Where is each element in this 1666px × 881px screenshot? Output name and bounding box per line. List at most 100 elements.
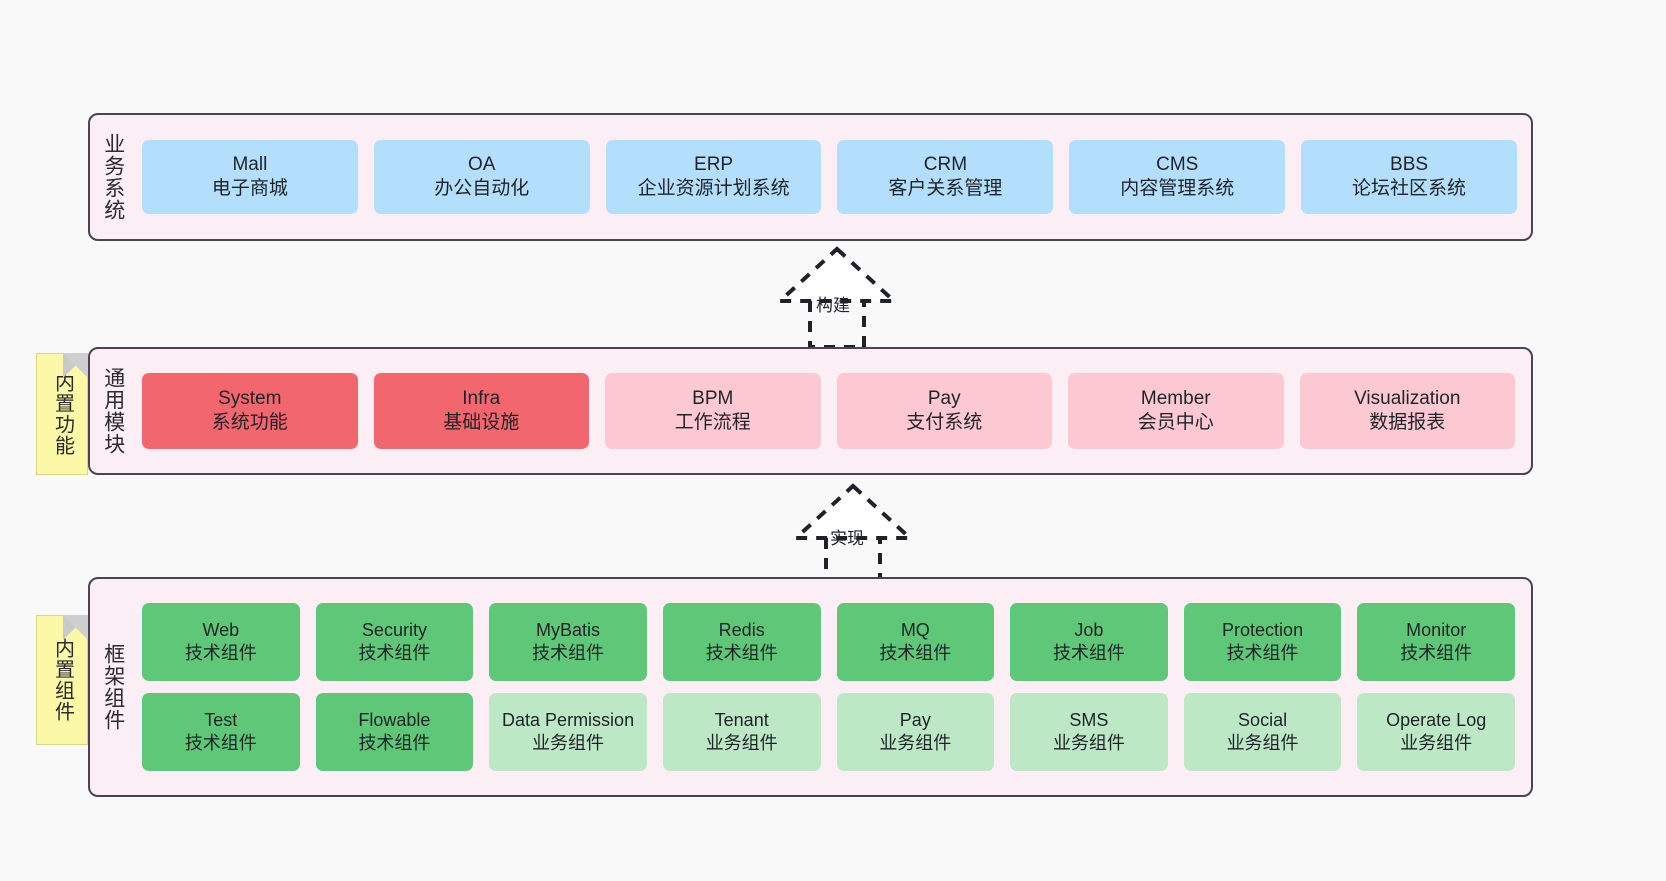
card-oa[interactable]: OA 办公自动化 <box>373 140 590 214</box>
common-card-row: System 系统功能 Infra 基础设施 BPM 工作流程 Pay 支付系统… <box>142 373 1515 449</box>
card-erp-en: ERP <box>694 153 734 175</box>
card-sms-en: SMS <box>1069 709 1109 730</box>
card-crm-en: CRM <box>923 153 968 175</box>
card-infra-cn: 基础设施 <box>443 412 520 433</box>
card-bbs[interactable]: BBS 论坛社区系统 <box>1301 140 1517 214</box>
card-web[interactable]: Web 技术组件 <box>142 603 300 681</box>
card-operate-log-en: Operate Log <box>1386 709 1487 730</box>
card-sms[interactable]: SMS 业务组件 <box>1010 693 1168 771</box>
card-job-en: Job <box>1074 619 1104 640</box>
card-monitor-cn: 技术组件 <box>1400 643 1473 663</box>
card-job[interactable]: Job 技术组件 <box>1010 603 1168 681</box>
card-tenant-en: Tenant <box>714 709 769 730</box>
card-erp-cn: 企业资源计划系统 <box>637 178 790 199</box>
card-sms-cn: 业务组件 <box>1052 733 1125 753</box>
card-mq-en: MQ <box>900 619 930 640</box>
card-bpm-cn: 工作流程 <box>674 412 751 433</box>
card-protection[interactable]: Protection 技术组件 <box>1183 603 1342 681</box>
card-job-cn: 技术组件 <box>1052 643 1125 663</box>
card-infra-en: Infra <box>462 387 501 409</box>
card-monitor[interactable]: Monitor 技术组件 <box>1357 603 1515 681</box>
card-web-cn: 技术组件 <box>184 643 257 663</box>
layer-body-common: System 系统功能 Infra 基础设施 BPM 工作流程 Pay 支付系统… <box>136 349 1531 473</box>
card-bpm[interactable]: BPM 工作流程 <box>605 373 821 449</box>
card-bpm-en: BPM <box>692 387 734 409</box>
card-mybatis[interactable]: MyBatis 技术组件 <box>489 603 647 681</box>
layer-body-business: Mall 电子商城 OA 办公自动化 ERP 企业资源计划系统 CRM 客户关系… <box>136 115 1531 239</box>
card-pay-module[interactable]: Pay 支付系统 <box>836 373 1052 449</box>
connector-implement <box>758 480 948 590</box>
card-system-en: System <box>218 387 282 409</box>
card-flowable-cn: 技术组件 <box>358 733 431 753</box>
card-test-en: Test <box>204 709 238 730</box>
card-visualization-en: Visualization <box>1354 387 1461 409</box>
card-social-en: Social <box>1238 709 1288 730</box>
card-bbs-en: BBS <box>1390 153 1429 175</box>
connector-build-label: 构建 <box>816 296 850 315</box>
layer-common-module: 通用模块 System 系统功能 Infra 基础设施 BPM 工作流程 Pay… <box>88 347 1533 475</box>
sticky-fold-icon <box>63 615 88 640</box>
card-tenant[interactable]: Tenant 业务组件 <box>662 693 821 771</box>
connector-implement-label: 实现 <box>830 529 864 548</box>
card-member-en: Member <box>1140 387 1211 409</box>
connector-build-arrow-icon <box>774 246 900 349</box>
card-mq-cn: 技术组件 <box>879 643 952 663</box>
card-test[interactable]: Test 技术组件 <box>142 693 300 771</box>
card-tenant-cn: 业务组件 <box>705 733 778 753</box>
card-security[interactable]: Security 技术组件 <box>315 603 474 681</box>
layer-body-framework: Web 技术组件 Security 技术组件 MyBatis 技术组件 Redi… <box>136 579 1531 795</box>
card-data-permission-en: Data Permission <box>502 709 635 730</box>
card-protection-en: Protection <box>1222 619 1304 640</box>
card-mq[interactable]: MQ 技术组件 <box>836 603 995 681</box>
card-data-permission[interactable]: Data Permission 业务组件 <box>489 693 647 771</box>
card-crm[interactable]: CRM 客户关系管理 <box>837 140 1054 214</box>
card-cms[interactable]: CMS 内容管理系统 <box>1069 140 1286 214</box>
card-crm-cn: 客户关系管理 <box>888 178 1003 199</box>
sticky-note-builtin-component: 内置组件 <box>36 615 88 745</box>
layer-title-framework: 框架组件 <box>101 643 125 731</box>
card-operate-log[interactable]: Operate Log 业务组件 <box>1357 693 1515 771</box>
card-erp[interactable]: ERP 企业资源计划系统 <box>605 140 822 214</box>
framework-biz-row: Test 技术组件 Flowable 技术组件 Data Permission … <box>142 693 1515 771</box>
card-visualization-cn: 数据报表 <box>1369 412 1446 433</box>
card-system[interactable]: System 系统功能 <box>142 373 358 449</box>
layer-title-business: 业务系统 <box>101 133 125 221</box>
card-bbs-cn: 论坛社区系统 <box>1352 178 1467 199</box>
framework-tech-row: Web 技术组件 Security 技术组件 MyBatis 技术组件 Redi… <box>142 603 1515 681</box>
business-card-row: Mall 电子商城 OA 办公自动化 ERP 企业资源计划系统 CRM 客户关系… <box>142 140 1517 214</box>
card-social[interactable]: Social 业务组件 <box>1183 693 1342 771</box>
layer-framework-component: 框架组件 Web 技术组件 Security 技术组件 MyBatis 技术组件… <box>88 577 1533 797</box>
card-system-cn: 系统功能 <box>211 412 288 433</box>
card-mall-cn: 电子商城 <box>211 178 288 199</box>
card-web-en: Web <box>202 619 240 640</box>
card-security-en: Security <box>361 619 427 640</box>
sticky-note-builtin-component-label: 内置组件 <box>51 638 74 722</box>
card-visualization[interactable]: Visualization 数据报表 <box>1299 373 1515 449</box>
card-member[interactable]: Member 会员中心 <box>1068 373 1284 449</box>
card-oa-en: OA <box>468 153 496 175</box>
card-flowable[interactable]: Flowable 技术组件 <box>315 693 474 771</box>
card-pay-component[interactable]: Pay 业务组件 <box>836 693 995 771</box>
card-member-cn: 会员中心 <box>1137 412 1214 433</box>
card-pay-module-en: Pay <box>927 387 961 409</box>
card-protection-cn: 技术组件 <box>1226 643 1299 663</box>
card-cms-en: CMS <box>1156 153 1199 175</box>
card-redis-cn: 技术组件 <box>705 643 778 663</box>
card-pay-component-cn: 业务组件 <box>879 733 952 753</box>
card-social-cn: 业务组件 <box>1226 733 1299 753</box>
card-mall-en: Mall <box>232 153 268 175</box>
card-oa-cn: 办公自动化 <box>434 178 530 199</box>
card-mall[interactable]: Mall 电子商城 <box>142 140 358 214</box>
card-data-permission-cn: 业务组件 <box>532 733 605 753</box>
sticky-note-builtin-function: 内置功能 <box>36 353 88 475</box>
card-test-cn: 技术组件 <box>184 733 257 753</box>
card-pay-module-cn: 支付系统 <box>906 412 983 433</box>
card-infra[interactable]: Infra 基础设施 <box>373 373 589 449</box>
card-redis[interactable]: Redis 技术组件 <box>662 603 821 681</box>
card-operate-log-cn: 业务组件 <box>1400 733 1473 753</box>
card-mybatis-en: MyBatis <box>536 619 601 640</box>
card-mybatis-cn: 技术组件 <box>532 643 605 663</box>
connector-implement-arrow-icon <box>790 483 916 586</box>
card-cms-cn: 内容管理系统 <box>1120 178 1235 199</box>
